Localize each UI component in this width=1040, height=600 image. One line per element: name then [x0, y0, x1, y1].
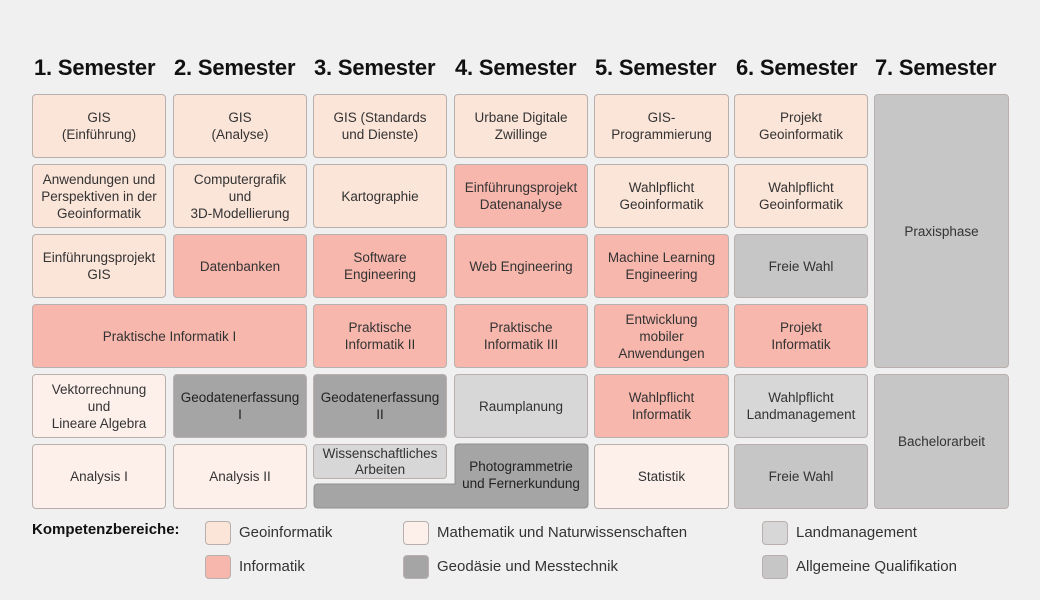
legend-swatch: [403, 555, 429, 579]
legend-swatch: [762, 521, 788, 545]
module-praktische-informatik-1: Praktische Informatik I: [32, 304, 307, 368]
semester-5-header: 5. Semester: [595, 55, 717, 80]
module-datenbanken: Datenbanken: [173, 234, 307, 298]
module-projekt-geoinformatik: Projekt Geoinformatik: [734, 94, 868, 158]
module-gis-analyse: GIS (Analyse): [173, 94, 307, 158]
module-vektorrechnung-lineare-algebra: Vektorrechnung und Lineare Algebra: [32, 374, 166, 438]
module-web-engineering: Web Engineering: [454, 234, 588, 298]
module-geodatenerfassung-2: Geodatenerfassung II: [313, 374, 447, 438]
module-photogrammetrie-shape: [313, 443, 589, 509]
legend-swatch: [403, 521, 429, 545]
legend-label: Geodäsie und Messtechnik: [437, 558, 618, 575]
module-praktische-informatik-2: Praktische Informatik II: [313, 304, 447, 368]
semester-1-header: 1. Semester: [34, 55, 156, 80]
module-statistik: Statistik: [594, 444, 729, 509]
module-einfuehrungsprojekt-gis: Einführungsprojekt GIS: [32, 234, 166, 298]
module-praxisphase: Praxisphase: [874, 94, 1009, 368]
module-raumplanung: Raumplanung: [454, 374, 588, 438]
module-wahlpflicht-informatik: Wahlpflicht Informatik: [594, 374, 729, 438]
module-gis-standards: GIS (Standards und Dienste): [313, 94, 447, 158]
module-freie-wahl-2: Freie Wahl: [734, 444, 868, 509]
module-geodatenerfassung-1: Geodatenerfassung I: [173, 374, 307, 438]
legend-swatch: [762, 555, 788, 579]
module-bachelorarbeit: Bachelorarbeit: [874, 374, 1009, 509]
module-freie-wahl-1: Freie Wahl: [734, 234, 868, 298]
legend-label: Geoinformatik: [239, 524, 333, 541]
module-projekt-informatik: Projekt Informatik: [734, 304, 868, 368]
module-urbane-zwillinge: Urbane Digitale Zwillinge: [454, 94, 588, 158]
module-analysis-2: Analysis II: [173, 444, 307, 509]
module-computergrafik: Computergrafik und 3D-Modellierung: [173, 164, 307, 228]
module-wahlpflicht-geoinformatik-6: Wahlpflicht Geoinformatik: [734, 164, 868, 228]
semester-7-header: 7. Semester: [875, 55, 997, 80]
module-wahlpflicht-geoinformatik-5: Wahlpflicht Geoinformatik: [594, 164, 729, 228]
module-kartographie: Kartographie: [313, 164, 447, 228]
module-wissenschaftliches-arbeiten: Wissenschaftliches Arbeiten: [313, 444, 447, 479]
legend-swatch: [205, 555, 231, 579]
legend-label: Allgemeine Qualifikation: [796, 558, 957, 575]
legend-label: Landmanagement: [796, 524, 917, 541]
semester-2-header: 2. Semester: [174, 55, 296, 80]
legend-swatch: [205, 521, 231, 545]
semester-3-header: 3. Semester: [314, 55, 436, 80]
legend-label: Informatik: [239, 558, 305, 575]
module-einfuehrungsprojekt-datenanalyse: Einführungsprojekt Datenanalyse: [454, 164, 588, 228]
module-analysis-1: Analysis I: [32, 444, 166, 509]
module-software-engineering: Software Engineering: [313, 234, 447, 298]
legend-title: Kompetenzbereiche:: [32, 521, 180, 538]
module-praktische-informatik-3: Praktische Informatik III: [454, 304, 588, 368]
semester-6-header: 6. Semester: [736, 55, 858, 80]
module-anwendungen-perspektiven: Anwendungen und Perspektiven in der Geoi…: [32, 164, 166, 228]
module-wahlpflicht-landmanagement: Wahlpflicht Landmanagement: [734, 374, 868, 438]
module-photogrammetrie: Photogrammetrie und Fernerkundung: [462, 459, 580, 491]
module-gis-programmierung: GIS- Programmierung: [594, 94, 729, 158]
module-machine-learning-engineering: Machine Learning Engineering: [594, 234, 729, 298]
module-entwicklung-mobiler-anwendungen: Entwicklung mobiler Anwendungen: [594, 304, 729, 368]
semester-4-header: 4. Semester: [455, 55, 577, 80]
legend-label: Mathematik und Naturwissenschaften: [437, 524, 688, 541]
module-gis-einfuehrung: GIS (Einführung): [32, 94, 166, 158]
